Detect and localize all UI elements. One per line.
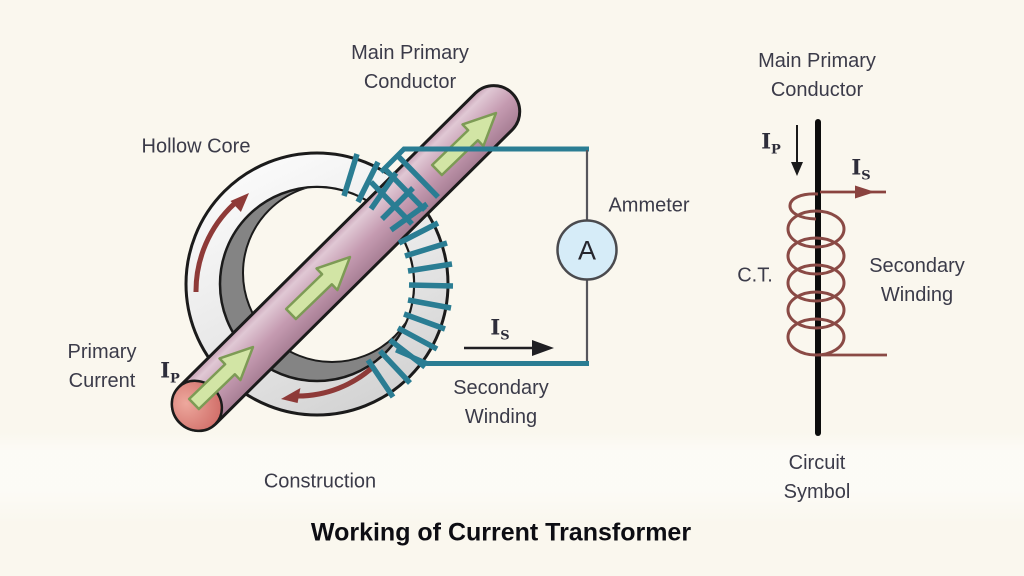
is-label: IS <box>490 314 510 344</box>
flux-direction-arrows <box>193 193 376 403</box>
primary-current-label: Primary Current <box>68 338 137 396</box>
symbol-conductor-line1: Main Primary <box>758 50 876 72</box>
ammeter-label: Ammeter <box>608 194 690 217</box>
circuit-symbol-caption-line2: Symbol <box>783 481 851 503</box>
ct-coil <box>786 192 887 357</box>
secondary-current-arrow <box>464 340 554 356</box>
secondary-winding-line1: Secondary <box>453 377 549 399</box>
primary-current-line2: Current <box>68 370 136 392</box>
symbol-is-label: IS <box>851 154 871 184</box>
ip-label: IP <box>160 357 180 387</box>
symbol-secondary-winding-line2: Winding <box>880 284 954 306</box>
symbol-main-primary-conductor-label: Main Primary Conductor <box>758 47 876 105</box>
secondary-winding-turns <box>341 153 454 399</box>
circuit-symbol-caption: Circuit Symbol <box>784 449 851 507</box>
ammeter-symbol-a: A <box>577 235 597 266</box>
main-primary-conductor-label: Main Primary Conductor <box>351 39 469 97</box>
symbol-is-arrow <box>820 185 886 199</box>
construction-caption: Construction <box>263 470 377 493</box>
primary-current-line1: Primary <box>67 341 137 363</box>
page-title: Working of Current Transformer <box>310 518 692 547</box>
symbol-ip-arrow <box>791 125 803 176</box>
secondary-winding-label: Secondary Winding <box>453 374 549 432</box>
main-primary-conductor-line2: Conductor <box>363 71 457 93</box>
ammeter-circle <box>556 219 618 281</box>
primary-current-arrows <box>187 111 498 411</box>
secondary-winding-line2: Winding <box>464 406 538 428</box>
main-primary-conductor-line1: Main Primary <box>351 42 469 64</box>
circuit-symbol-caption-line1: Circuit <box>788 452 846 474</box>
symbol-conductor-line2: Conductor <box>770 79 864 101</box>
symbol-secondary-winding-label: Secondary Winding <box>869 252 965 310</box>
hollow-core-label: Hollow Core <box>141 135 251 158</box>
symbol-secondary-winding-line1: Secondary <box>869 255 965 277</box>
symbol-ip-label: IP <box>761 128 781 158</box>
ct-label: C.T. <box>737 264 773 287</box>
